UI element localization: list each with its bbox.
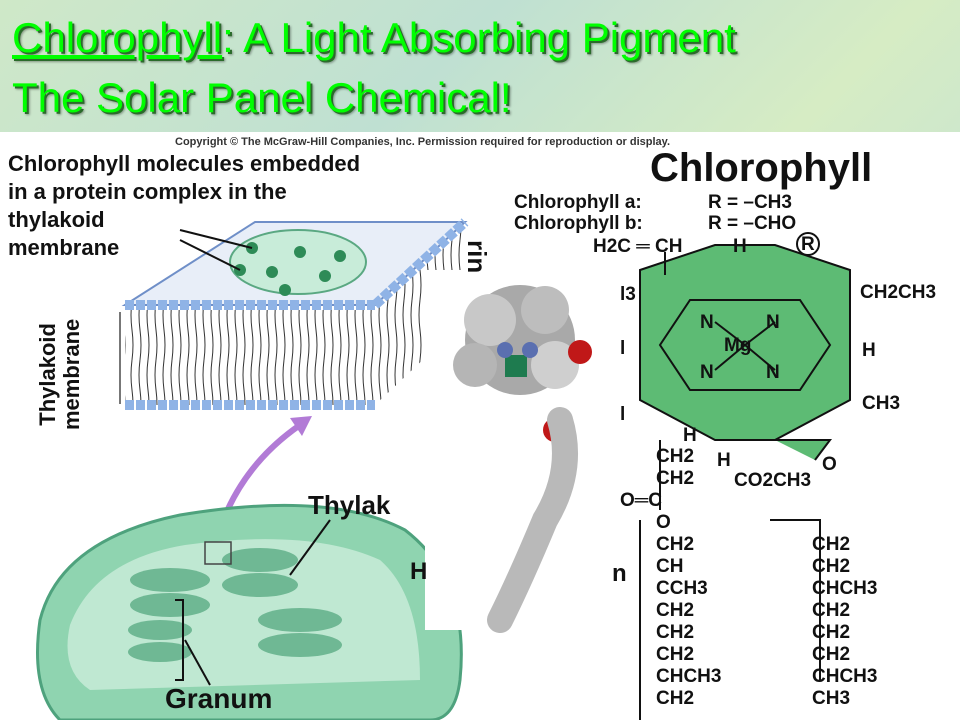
variant-b-name: Chlorophyll b: <box>514 213 643 234</box>
cut-fragment: l3 <box>620 284 636 305</box>
thylakoid-membrane-slab <box>119 218 469 410</box>
vinyl-group: H2C ═ CH <box>593 236 683 257</box>
methyl-right: CH3 <box>862 393 901 414</box>
chain-left-5: CH <box>656 556 684 577</box>
chain-right-4: CH2 <box>812 622 851 643</box>
atom-r: R <box>801 234 815 255</box>
title-line1-rest: : A Light Absorbing Pigment <box>222 14 736 61</box>
thylakoid-label: Thylak <box>308 490 391 520</box>
cut-fragment: l <box>620 404 626 425</box>
slide-title-line-2: The Solar Panel Chemical! <box>12 74 512 121</box>
nitrogen-atom: N <box>700 362 714 383</box>
chain-right-5: CH2 <box>812 644 851 665</box>
nitrogen-atom: N <box>766 312 780 333</box>
n-fragment-label: n <box>612 560 627 587</box>
description-line: thylakoid <box>8 207 105 232</box>
chain-left-0: CH2 <box>656 446 695 467</box>
keto-oxygen: O <box>822 454 837 475</box>
rin-fragment-label: rin <box>462 240 492 274</box>
chain-left-9: CH2 <box>656 644 695 665</box>
chain-right-7: CH3 <box>812 688 851 709</box>
atom-h-top: H <box>733 236 747 257</box>
variant-b-r: R = –CHO <box>708 213 797 234</box>
chain-left-11: CH2 <box>656 688 695 709</box>
chain-right-6: CHCH3 <box>812 666 878 687</box>
membrane-description: Chlorophyll molecules embedded in a prot… <box>8 150 360 262</box>
variant-a-r: R = –CH3 <box>708 192 792 213</box>
copyright-notice: Copyright © The McGraw-Hill Companies, I… <box>175 136 671 148</box>
ethyl-group: CH2CH3 <box>860 282 937 303</box>
magnesium-atom: Mg <box>724 335 752 356</box>
membrane-label-line: membrane <box>59 318 84 430</box>
chain-right-0: CH2 <box>812 534 851 555</box>
chain-left-2: O═C <box>620 490 662 511</box>
granum-label: Granum <box>165 683 273 714</box>
atom-h-bottom: H <box>683 425 697 446</box>
description-line: in a protein complex in the <box>8 179 287 204</box>
slide-title-line-1: Chlorophyll: A Light Absorbing Pigment <box>12 14 736 62</box>
description-line: Chlorophyll molecules embedded <box>8 151 361 176</box>
chain-left-7: CH2 <box>656 600 695 621</box>
atom-h-bottom-2: H <box>717 450 731 471</box>
porphyrin-ring <box>639 232 851 720</box>
chain-right-1: CH2 <box>812 556 851 577</box>
h-fragment-label: H <box>410 558 428 585</box>
chain-left-1: CH2 <box>656 468 695 489</box>
cut-fragment: l <box>620 338 626 359</box>
chloroplast-illustration <box>36 503 463 720</box>
chain-right-2: CHCH3 <box>812 578 878 599</box>
chain-left-8: CH2 <box>656 622 695 643</box>
space-filling-model <box>425 270 625 633</box>
title-keyword: Chlorophyll <box>12 14 223 61</box>
structure-title: Chlorophyll <box>650 146 873 190</box>
variant-a-name: Chlorophyll a: <box>514 192 642 213</box>
membrane-label-line: Thylakoid <box>35 323 60 426</box>
nitrogen-atom: N <box>766 362 780 383</box>
chain-left-3: O <box>656 512 671 533</box>
description-line: membrane <box>8 235 120 260</box>
nitrogen-atom: N <box>700 312 714 333</box>
chain-left-6: CCH3 <box>656 578 708 599</box>
ester-group: CO2CH3 <box>734 470 812 491</box>
chain-left-10: CHCH3 <box>656 666 722 687</box>
chain-right-3: CH2 <box>812 600 851 621</box>
chain-left-4: CH2 <box>656 534 695 555</box>
atom-h-right: H <box>862 340 876 361</box>
thylakoid-membrane-label: Thylakoid membrane <box>35 318 84 430</box>
